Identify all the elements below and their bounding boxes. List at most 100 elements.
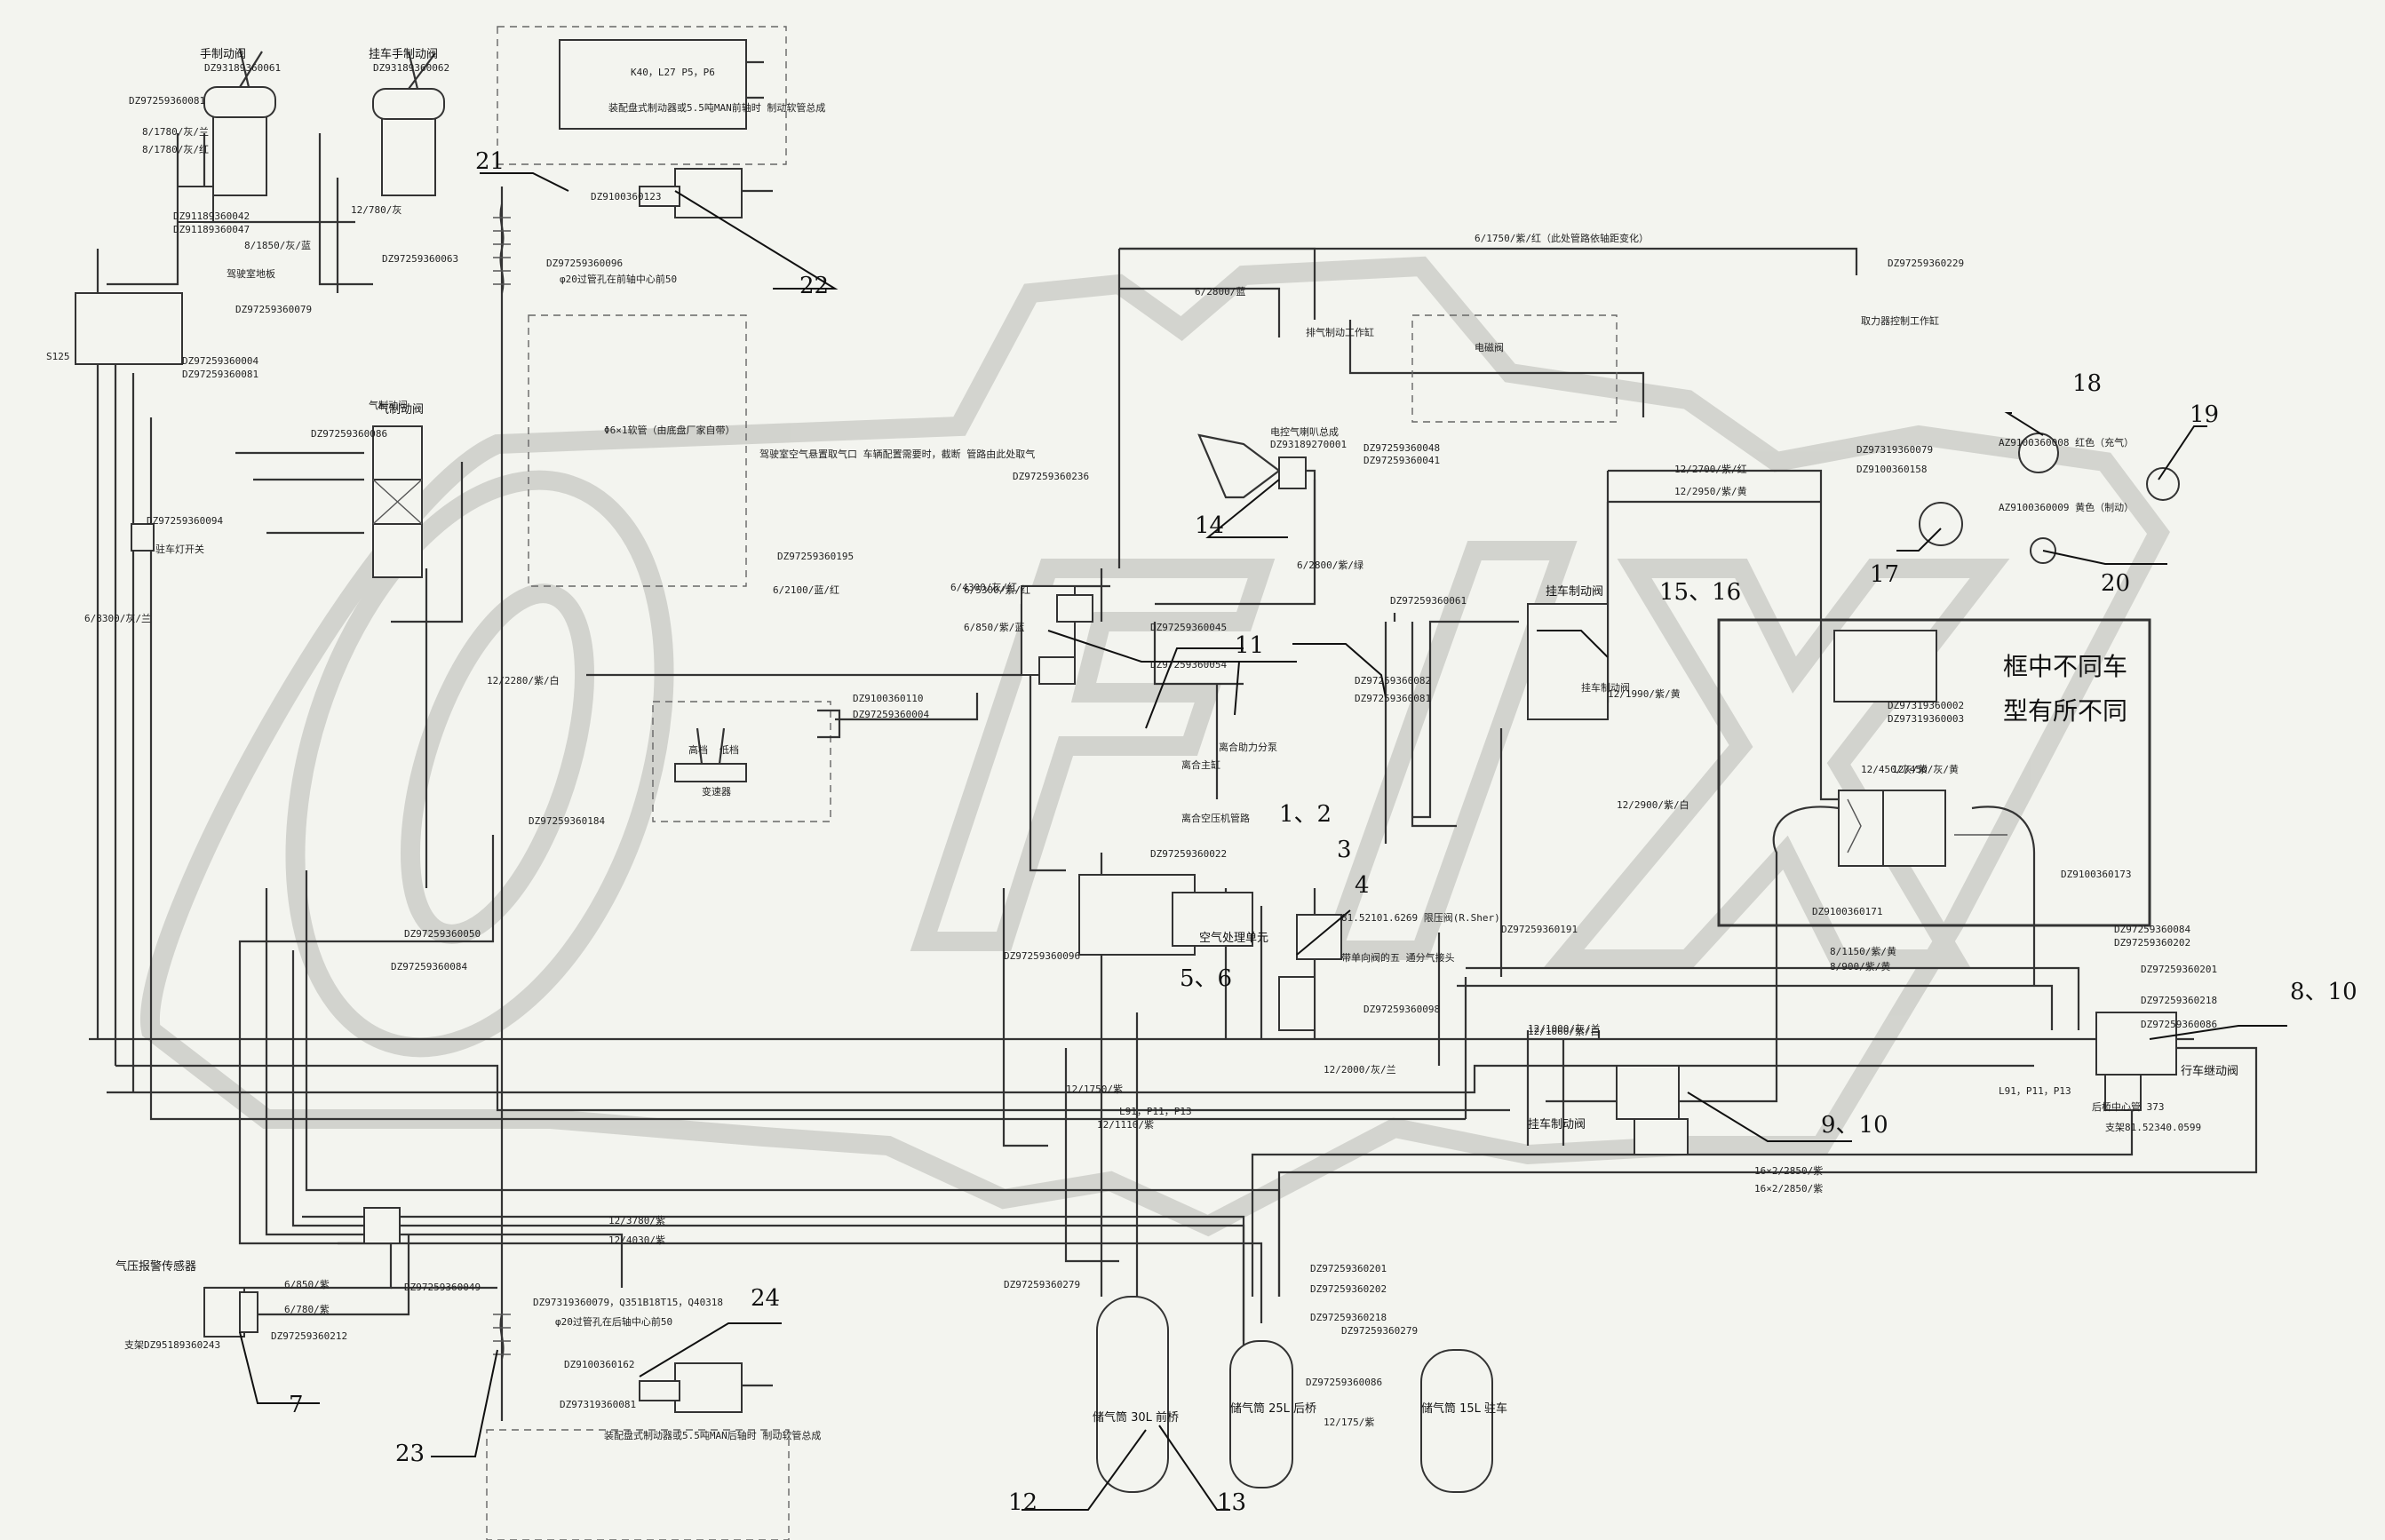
part-label: 装配盘式制动器或5.5吨MAN后轴时 制动软管总成 bbox=[604, 1429, 821, 1441]
leaders bbox=[239, 172, 2287, 1511]
label-pressure-switch: 气压报警传感器 bbox=[115, 1259, 196, 1274]
part-label: 8/1150/紫/黄 bbox=[1830, 945, 1896, 957]
part-label: 6/2800/紫/绿 bbox=[1297, 559, 1363, 571]
part-label: DZ97259360184 bbox=[529, 815, 605, 827]
part-label: DZ9100360158 bbox=[1856, 464, 1927, 475]
part-label: DZ97259360218 bbox=[2141, 995, 2217, 1006]
coil-hose-rear bbox=[493, 1314, 511, 1360]
part-label: 6/780/紫 bbox=[284, 1304, 330, 1315]
part-label: DZ97259360050 bbox=[404, 928, 481, 940]
pressure-sensor bbox=[203, 1287, 258, 1338]
part-label: 挂车制动阀 bbox=[1581, 681, 1630, 694]
label-trailer-brake-valve: 挂车制动阀 bbox=[1528, 1117, 1586, 1131]
variant-valves bbox=[1833, 630, 2007, 867]
air-processing-unit bbox=[1078, 874, 1253, 956]
horn bbox=[1197, 433, 1307, 499]
air-tank-25l bbox=[1229, 1340, 1293, 1488]
callout-17: 17 bbox=[1870, 561, 1899, 588]
part-label: 离合主缸 bbox=[1181, 758, 1220, 771]
transmission bbox=[674, 709, 841, 782]
part-label: 6/4300/灰/红 bbox=[950, 581, 1017, 593]
pressure-limiting-valve bbox=[1278, 914, 1342, 1031]
part-label: DZ97259360201 bbox=[2141, 964, 2217, 975]
part-label: DZ97259360079 bbox=[235, 304, 312, 315]
part-label: DZ9100360171 bbox=[1812, 906, 1882, 917]
part-label: 12/780/灰 bbox=[351, 203, 401, 216]
part-label: DZ97259360202 bbox=[2114, 937, 2190, 949]
part-label: DZ97259360004 bbox=[182, 355, 258, 367]
part-label: DZ97259360094 bbox=[147, 515, 223, 527]
part-label: L91，P11，P13 bbox=[1119, 1106, 1192, 1117]
part-label: DZ9100360110 bbox=[853, 693, 923, 704]
part-label: DZ97259360004 bbox=[853, 709, 929, 720]
part-label: DZ9100360173 bbox=[2061, 869, 2131, 880]
part-label: DZ97259360096 bbox=[546, 258, 623, 269]
part-label: 取力器控制工作缸 bbox=[1861, 314, 1939, 327]
part-label: 12/1990/紫/黄 bbox=[1608, 687, 1681, 700]
part-label: 12/1060/紫/白 bbox=[1528, 1025, 1601, 1037]
part-label: DZ97319360081 bbox=[560, 1399, 636, 1410]
part-label: 变速器 bbox=[702, 785, 731, 798]
callout-14: 14 bbox=[1195, 512, 1224, 539]
part-label: 离合空压机管路 bbox=[1181, 812, 1250, 824]
part-label: DZ97259360061 bbox=[1390, 595, 1467, 607]
part-label: DZ97259360081 bbox=[129, 95, 205, 107]
part-label: DZ91189360047 bbox=[173, 224, 250, 235]
part-label: DZ97259360279 bbox=[1341, 1325, 1418, 1337]
part-label: DZ97259360218 bbox=[1310, 1312, 1387, 1323]
part-label: 驾驶室地板 bbox=[227, 267, 275, 280]
part-label: 12/2700/紫/红 bbox=[1674, 464, 1747, 475]
callout-13: 13 bbox=[1217, 1489, 1246, 1516]
part-label: 12/1750/紫 bbox=[1066, 1084, 1123, 1095]
part-label: DZ97259360096 bbox=[1004, 950, 1080, 962]
label-trailer-valve: 挂车制动阀 bbox=[1546, 584, 1603, 599]
part-label: 6/850/紫 bbox=[284, 1279, 330, 1290]
part-label: K40，L27 P5，P6 bbox=[631, 67, 715, 78]
variant-box bbox=[1717, 618, 2151, 927]
part-label: 8/900/紫/黄 bbox=[1830, 960, 1890, 972]
air-tank-30l bbox=[1096, 1296, 1169, 1493]
part-label: DZ93189360061 bbox=[204, 62, 281, 74]
part-label: DZ97259360081 bbox=[1355, 693, 1431, 704]
part-label: 12/175/紫 bbox=[1324, 1417, 1374, 1428]
part-label: DZ97259360084 bbox=[391, 961, 467, 972]
callout-9-10: 9、10 bbox=[1821, 1112, 1888, 1139]
part-label: DZ97319360079，Q351B18T15，Q40318 bbox=[533, 1297, 723, 1308]
part-label: 6/5300/紫/红 bbox=[964, 584, 1030, 596]
label-brake-valve: 气制动阀 bbox=[378, 402, 424, 417]
part-label: 12/3780/紫 bbox=[608, 1215, 665, 1226]
part-label: 6/1750/紫/红（此处管路依轴距变化） bbox=[1475, 232, 1649, 244]
part-label: DZ97259360082 bbox=[1355, 675, 1431, 687]
pipe-network bbox=[89, 133, 2258, 1421]
brake-valve bbox=[372, 425, 423, 578]
clutch-valve bbox=[1021, 585, 1076, 685]
part-label: DZ97259360049 bbox=[404, 1282, 481, 1293]
trailer-hand-valve bbox=[372, 51, 445, 196]
part-label: DZ9100360123 bbox=[591, 191, 661, 202]
part-label: 12/2000/灰/兰 bbox=[1324, 1063, 1396, 1076]
label-tank-30: 储气筒 30L 前桥 bbox=[1093, 1410, 1179, 1425]
part-label: DZ97259360022 bbox=[1150, 848, 1227, 860]
part-label: DZ97259360236 bbox=[1013, 471, 1089, 482]
callout-24: 24 bbox=[751, 1285, 780, 1312]
trailer-control-valve bbox=[1527, 603, 1609, 720]
top-chamber bbox=[559, 39, 764, 130]
part-label: 12/450/灰/紫 bbox=[1861, 763, 1928, 775]
label-tank-15: 储气筒 15L 驻车 bbox=[1421, 1401, 1507, 1416]
part-label: DZ97259360041 bbox=[1363, 455, 1440, 466]
part-label: 12/2950/紫/黄 bbox=[1674, 485, 1747, 497]
variant-note-line2: 型有所不同 bbox=[2003, 696, 2127, 726]
part-label: DZ97259360048 bbox=[1363, 442, 1440, 454]
callout-18: 18 bbox=[2072, 370, 2102, 397]
watermark bbox=[139, 256, 2170, 1237]
part-label: DZ97319360079 bbox=[1856, 444, 1933, 456]
part-label: 驾驶室空气悬置取气口 车辆配置需要时，截断 管路由此处取气 bbox=[759, 448, 1035, 460]
label-tank-25: 储气筒 25L 后桥 bbox=[1230, 1401, 1316, 1416]
part-label: DZ97259360086 bbox=[1306, 1377, 1382, 1388]
part-label: Φ6×1软管（由底盘厂家自带） bbox=[604, 424, 735, 436]
callout-20: 20 bbox=[2101, 570, 2130, 597]
part-label: φ20过管孔在后轴中心前50 bbox=[555, 1315, 672, 1328]
part-label: DZ97259360054 bbox=[1150, 659, 1227, 671]
variant-note-line1: 框中不同车 bbox=[2003, 652, 2127, 681]
